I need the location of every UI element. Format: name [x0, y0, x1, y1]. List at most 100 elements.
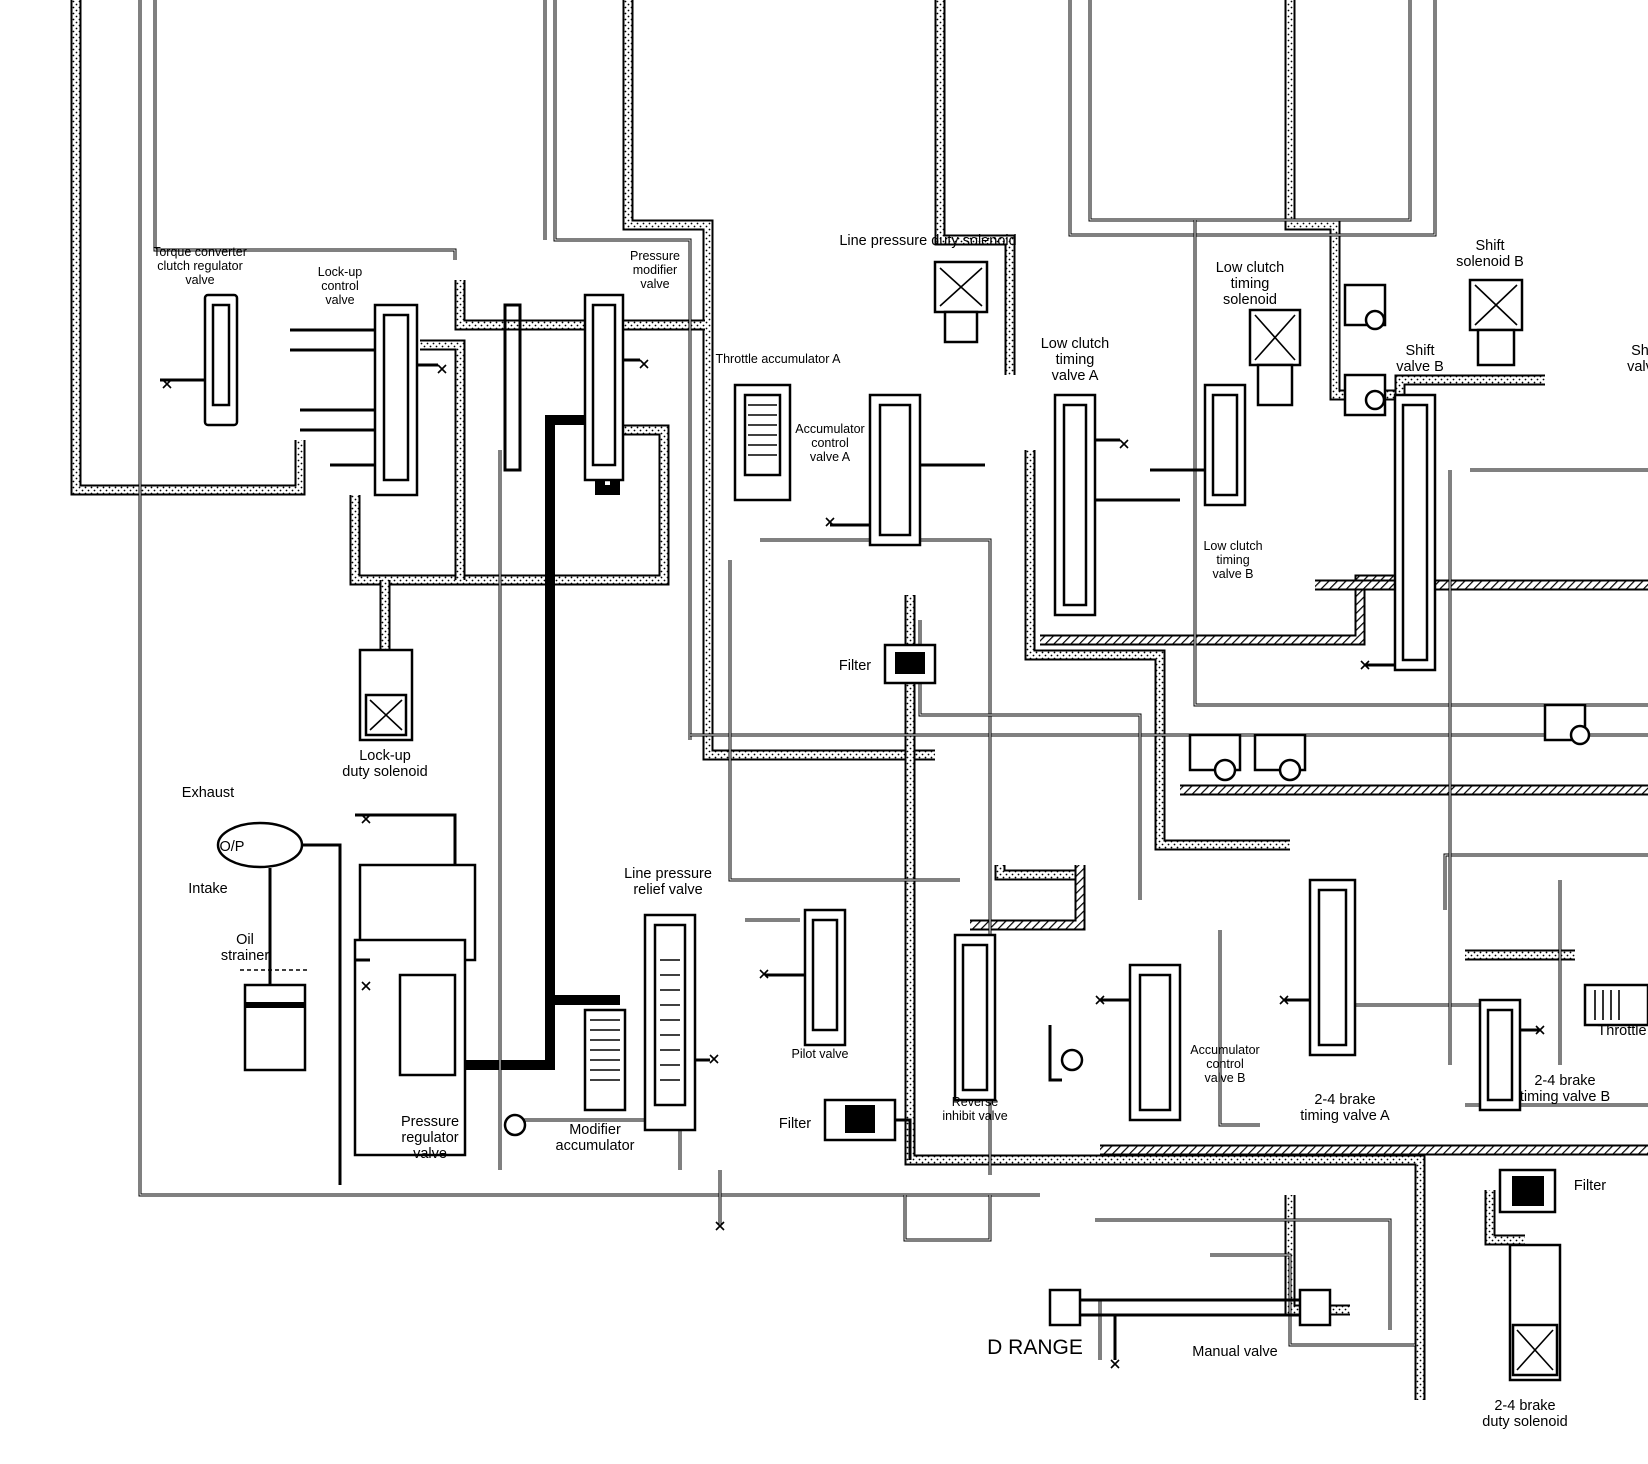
fluid-passages — [70, 0, 1648, 1400]
lock-up-duty-solenoid-body — [358, 648, 414, 742]
label-line: valve B — [1213, 567, 1254, 581]
label-line: Manual valve — [1192, 1344, 1277, 1360]
filter-lower-body — [823, 1098, 912, 1160]
label-line: control — [811, 436, 849, 450]
label-line: duty solenoid — [1482, 1414, 1567, 1430]
low-clutch-timing-solenoid-body — [1248, 308, 1302, 407]
label-line: solenoid B — [1456, 254, 1524, 270]
label-exhaust: Exhaust — [182, 785, 234, 801]
low-clutch-timing-valve-a-body — [1053, 393, 1180, 617]
label-line: Accumulator — [795, 422, 864, 436]
label-line: Pressure — [401, 1114, 459, 1130]
accumulator-control-valve-a-body — [830, 393, 985, 547]
label-line: accumulator — [556, 1138, 635, 1154]
label-manual-valve: Manual valve — [1192, 1344, 1277, 1360]
components — [160, 260, 1648, 1382]
label-line: Line pressure duty solenoid — [839, 233, 1016, 249]
label-line: clutch regulator — [157, 259, 242, 273]
label-line: timing valve B — [1520, 1089, 1610, 1105]
label-line: Shift — [1405, 343, 1434, 359]
reverse-inhibit-valve-body — [953, 933, 1084, 1102]
label-line: Low clutch — [1216, 260, 1285, 276]
label-line: duty solenoid — [342, 764, 427, 780]
label-pilot-valve: Pilot valve — [792, 1047, 849, 1061]
label-line: 2-4 brake — [1314, 1092, 1375, 1108]
label-line: valv — [1627, 359, 1648, 375]
manual-valve-body — [1048, 1288, 1332, 1360]
stippled-passages — [70, 0, 1575, 1400]
label-line: timing — [1231, 276, 1270, 292]
pressure-modifier-valve-body — [503, 293, 640, 482]
label-line: timing valve A — [1300, 1108, 1390, 1124]
label-line: Filter — [839, 658, 871, 674]
label-line: valve A — [810, 450, 851, 464]
label-line: Oil — [236, 932, 254, 948]
label-line: timing — [1216, 553, 1249, 567]
check-ball-blocks — [1188, 283, 1591, 782]
label-filter-upper: Filter — [839, 658, 871, 674]
label-filter-right: Filter — [1574, 1178, 1606, 1194]
torque-converter-clutch-regulator-valve-body — [160, 293, 239, 427]
label-line: timing — [1056, 352, 1095, 368]
label-line: valve — [185, 273, 214, 287]
label-line: D RANGE — [987, 1336, 1083, 1359]
oil-pump-body — [216, 821, 342, 1185]
solid-black-passage — [448, 415, 620, 1070]
filter-right-body — [1498, 1168, 1557, 1214]
label-line: inhibit valve — [942, 1109, 1007, 1123]
label-line: Pilot valve — [792, 1047, 849, 1061]
label-line: Sh — [1631, 343, 1648, 359]
label-line-pressure-duty-solenoid: Line pressure duty solenoid — [839, 233, 1016, 249]
throttle-accumulator-a-body — [733, 383, 792, 502]
brake-2-4-timing-valve-a-body — [1285, 878, 1357, 1057]
label-line: Lock-up — [359, 748, 411, 764]
low-clutch-timing-valve-b-body — [1150, 383, 1247, 507]
label-op: O/P — [220, 839, 245, 855]
label-line: Filter — [1574, 1178, 1606, 1194]
filter-upper-body — [883, 643, 937, 685]
label-line: Modifier — [569, 1122, 621, 1138]
label-line: Pressure — [630, 249, 680, 263]
label-line: control — [1206, 1057, 1244, 1071]
hatched-passages — [970, 574, 1648, 1156]
label-shift-valve-partial: Shvalv — [1627, 343, 1648, 375]
label-line: Throttle accumulator A — [715, 352, 841, 366]
shift-solenoid-b-body — [1468, 278, 1524, 367]
label-line: Intake — [188, 881, 228, 897]
label-intake: Intake — [188, 881, 228, 897]
shift-valve-b-body — [1365, 393, 1437, 672]
label-line: valve — [640, 277, 669, 291]
label-line: Low clutch — [1203, 539, 1262, 553]
label-line: strainer — [221, 948, 270, 964]
line-pressure-duty-solenoid-body — [933, 260, 989, 344]
throttle-body-partial — [1583, 983, 1648, 1027]
label-line: Accumulator — [1190, 1043, 1259, 1057]
label-line: Line pressure — [624, 866, 712, 882]
label-line: Filter — [779, 1116, 811, 1132]
label-line: valve — [413, 1146, 447, 1162]
label-line: valve — [325, 293, 354, 307]
label-line: valve B — [1396, 359, 1444, 375]
modifier-accumulator-body — [583, 1008, 627, 1112]
brake-2-4-timing-valve-b-body — [1478, 998, 1540, 1112]
lock-up-control-valve-body — [290, 303, 438, 497]
label-line: valve A — [1052, 368, 1099, 384]
brake-2-4-duty-solenoid-body — [1508, 1243, 1562, 1382]
label-d-range: D RANGE — [987, 1336, 1083, 1359]
label-line: Torque converter — [153, 245, 247, 259]
label-throttle-partial: Throttle — [1597, 1023, 1646, 1039]
